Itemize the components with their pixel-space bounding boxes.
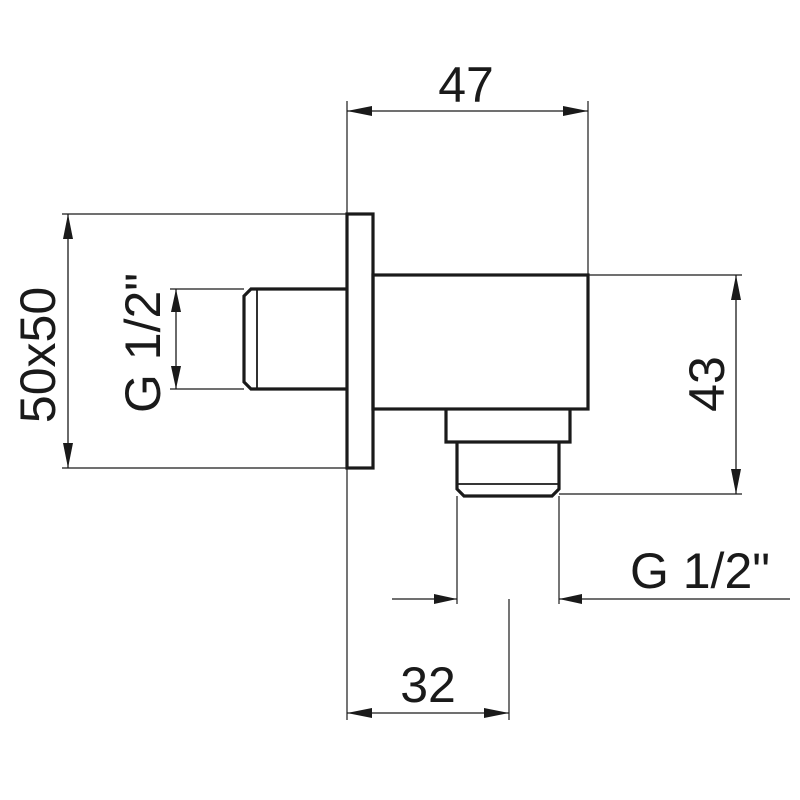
arrow-head	[347, 708, 372, 718]
arrow-head	[171, 366, 181, 389]
arrow-head	[63, 214, 73, 239]
wall-flange	[345, 212, 375, 470]
overall-length-label: 47	[438, 57, 494, 113]
arrow-head	[171, 289, 181, 312]
inlet-thread-stub	[242, 287, 347, 391]
arrow-head	[434, 594, 457, 604]
outlet-offset-label: 32	[400, 657, 456, 713]
arrow-head	[731, 469, 741, 494]
arrow-head	[347, 106, 372, 116]
dimension-outlet-offset: 32	[346, 468, 510, 720]
dimension-overall-length: 47	[346, 57, 589, 275]
flange-size-label: 50x50	[10, 287, 66, 423]
square-body	[371, 273, 590, 411]
arrow-head	[484, 708, 509, 718]
arrow-head	[731, 275, 741, 300]
outlet-collar	[444, 409, 572, 444]
part-outline	[242, 212, 590, 498]
outlet-thread-stub	[455, 442, 561, 498]
dimension-body-height: 43	[559, 274, 742, 495]
outlet-thread-label: G 1/2"	[630, 543, 770, 599]
dimension-flange-size: 50x50	[10, 213, 347, 469]
inlet-thread-label: G 1/2"	[115, 273, 171, 413]
arrow-head	[563, 106, 588, 116]
arrow-head	[63, 443, 73, 468]
dimension-outlet-thread: G 1/2"	[392, 496, 790, 604]
body-height-label: 43	[679, 356, 735, 412]
dimension-inlet-thread: G 1/2"	[115, 273, 244, 413]
arrow-head	[559, 594, 582, 604]
